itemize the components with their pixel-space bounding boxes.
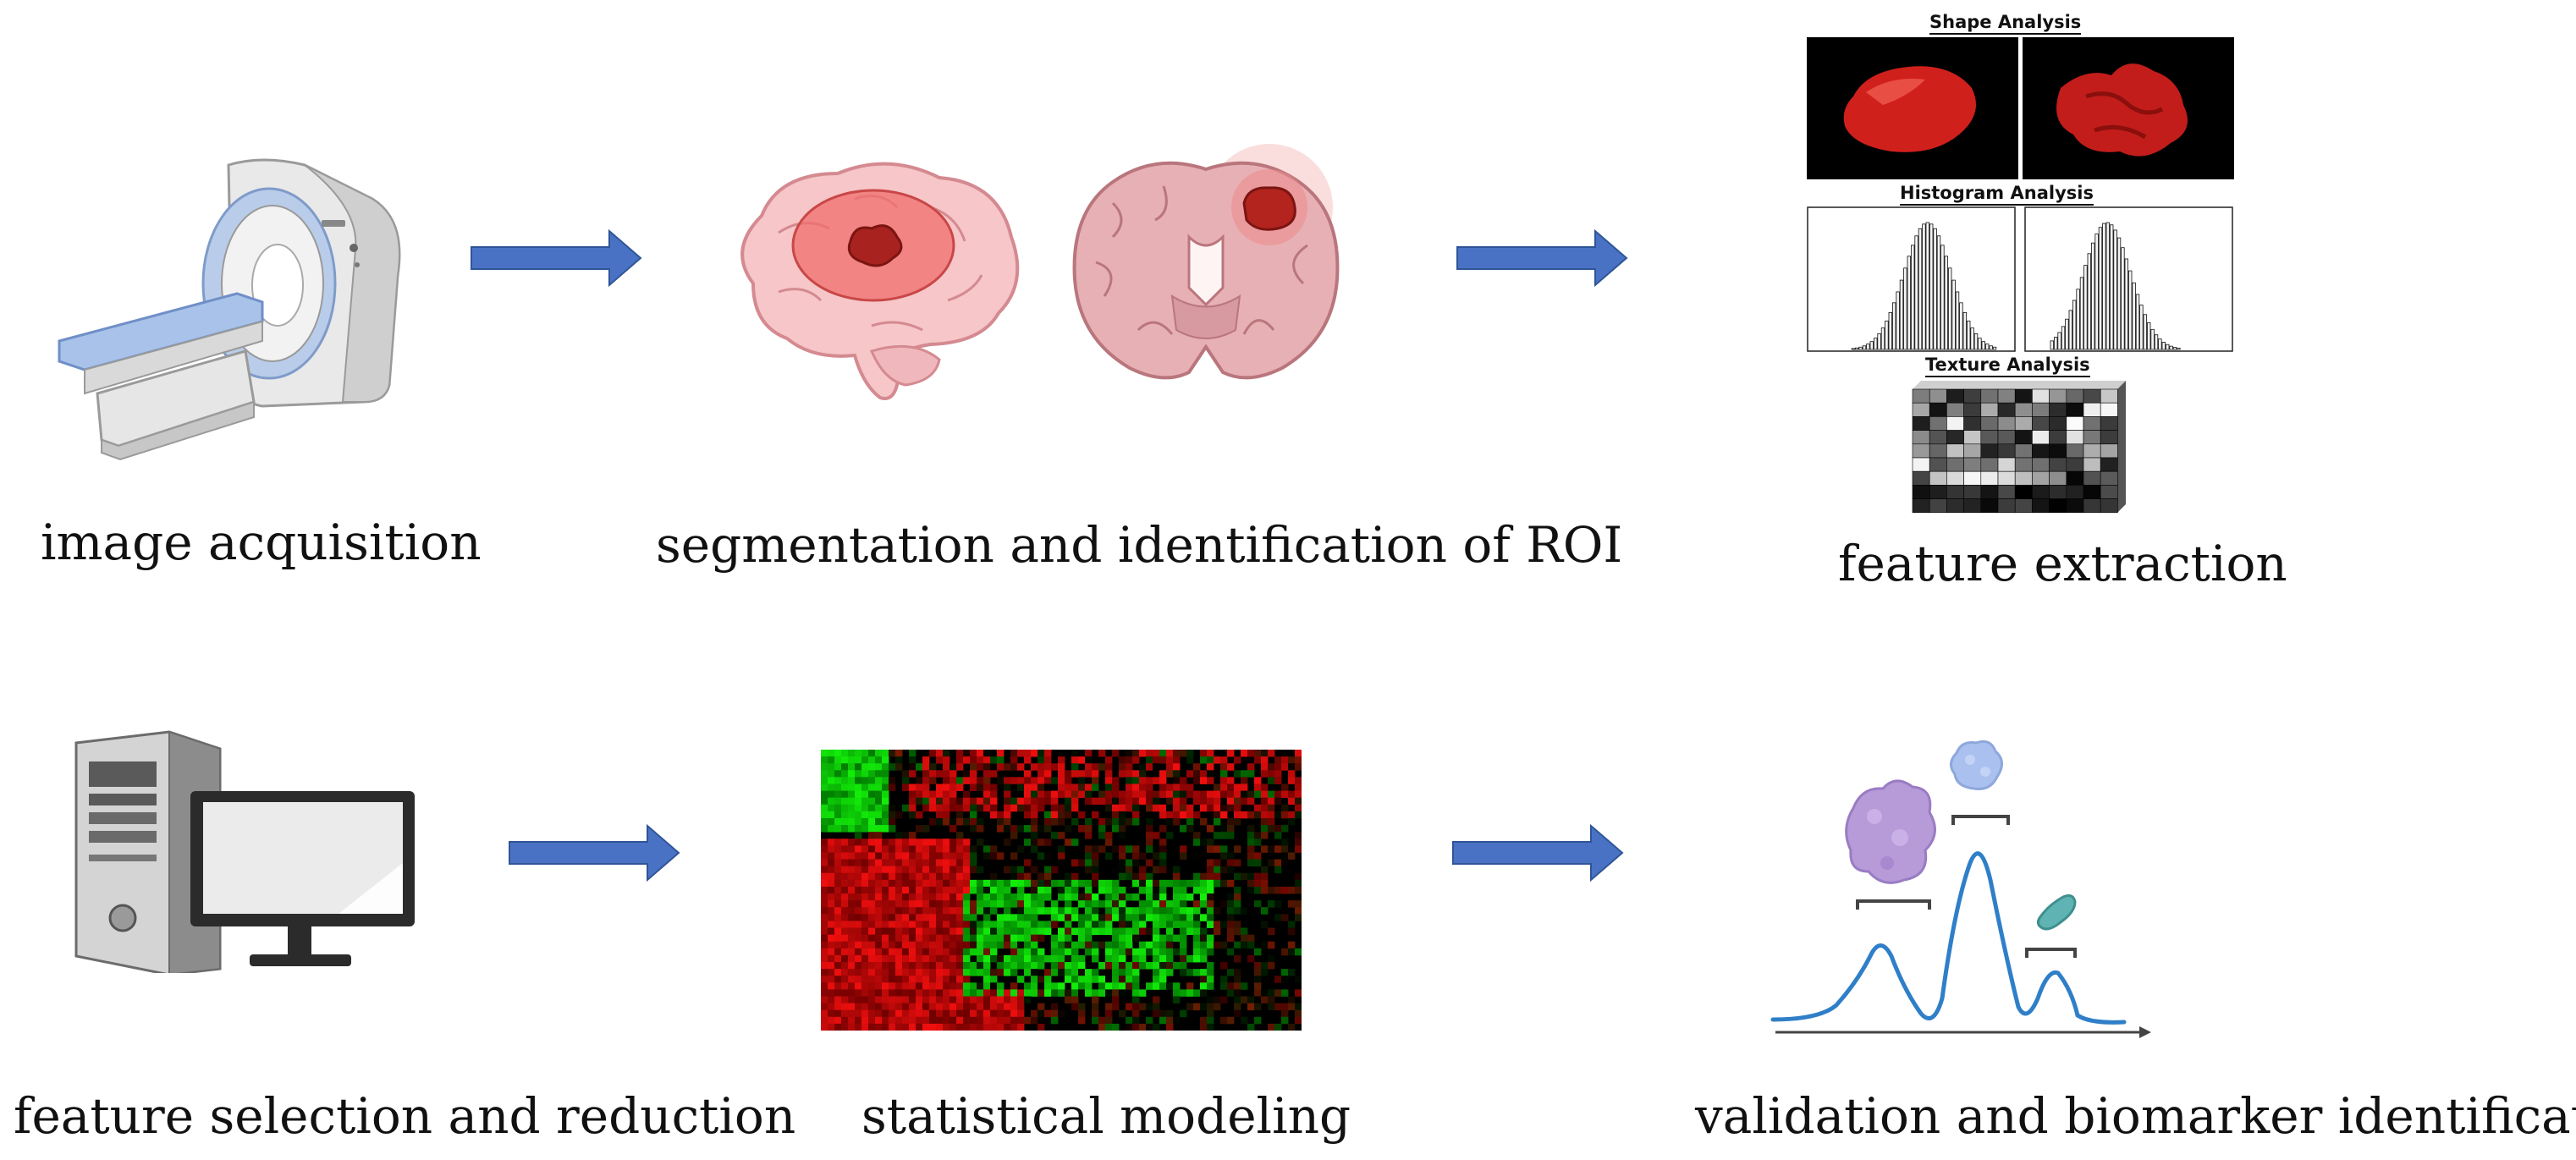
step-label-feature-extraction: feature extraction xyxy=(1838,535,2287,592)
step-label-feature-selection: feature selection and reduction xyxy=(14,1087,796,1145)
step-label-segmentation: segmentation and identification of ROI xyxy=(656,516,1623,574)
step-label-validation: validation and biomarker identification xyxy=(1695,1087,2576,1145)
computer-icon xyxy=(74,730,415,973)
protein-peaks-illustration xyxy=(1770,739,2151,1038)
arrow-right-icon xyxy=(509,823,680,882)
step-label-statistical-modeling: statistical modeling xyxy=(861,1087,1351,1145)
histogram-analysis-title: Histogram Analysis xyxy=(1900,184,2094,206)
brain-side-icon xyxy=(740,162,1020,400)
arrow-right-icon xyxy=(1452,823,1624,882)
texture-analysis-image xyxy=(1912,381,2126,514)
heatmap-image xyxy=(821,750,1302,1031)
shape-analysis-title: Shape Analysis xyxy=(1929,14,2082,35)
arrow-right-icon xyxy=(471,228,642,288)
arrow-right-icon xyxy=(1456,228,1628,288)
brain-coronal-icon xyxy=(1072,144,1340,380)
shape-analysis-image xyxy=(1807,37,2234,179)
step-label-image-acquisition: image acquisition xyxy=(41,514,482,571)
histogram-analysis-image xyxy=(1807,206,2233,352)
texture-analysis-title: Texture Analysis xyxy=(1925,356,2090,377)
mri-scanner-icon xyxy=(58,158,401,461)
